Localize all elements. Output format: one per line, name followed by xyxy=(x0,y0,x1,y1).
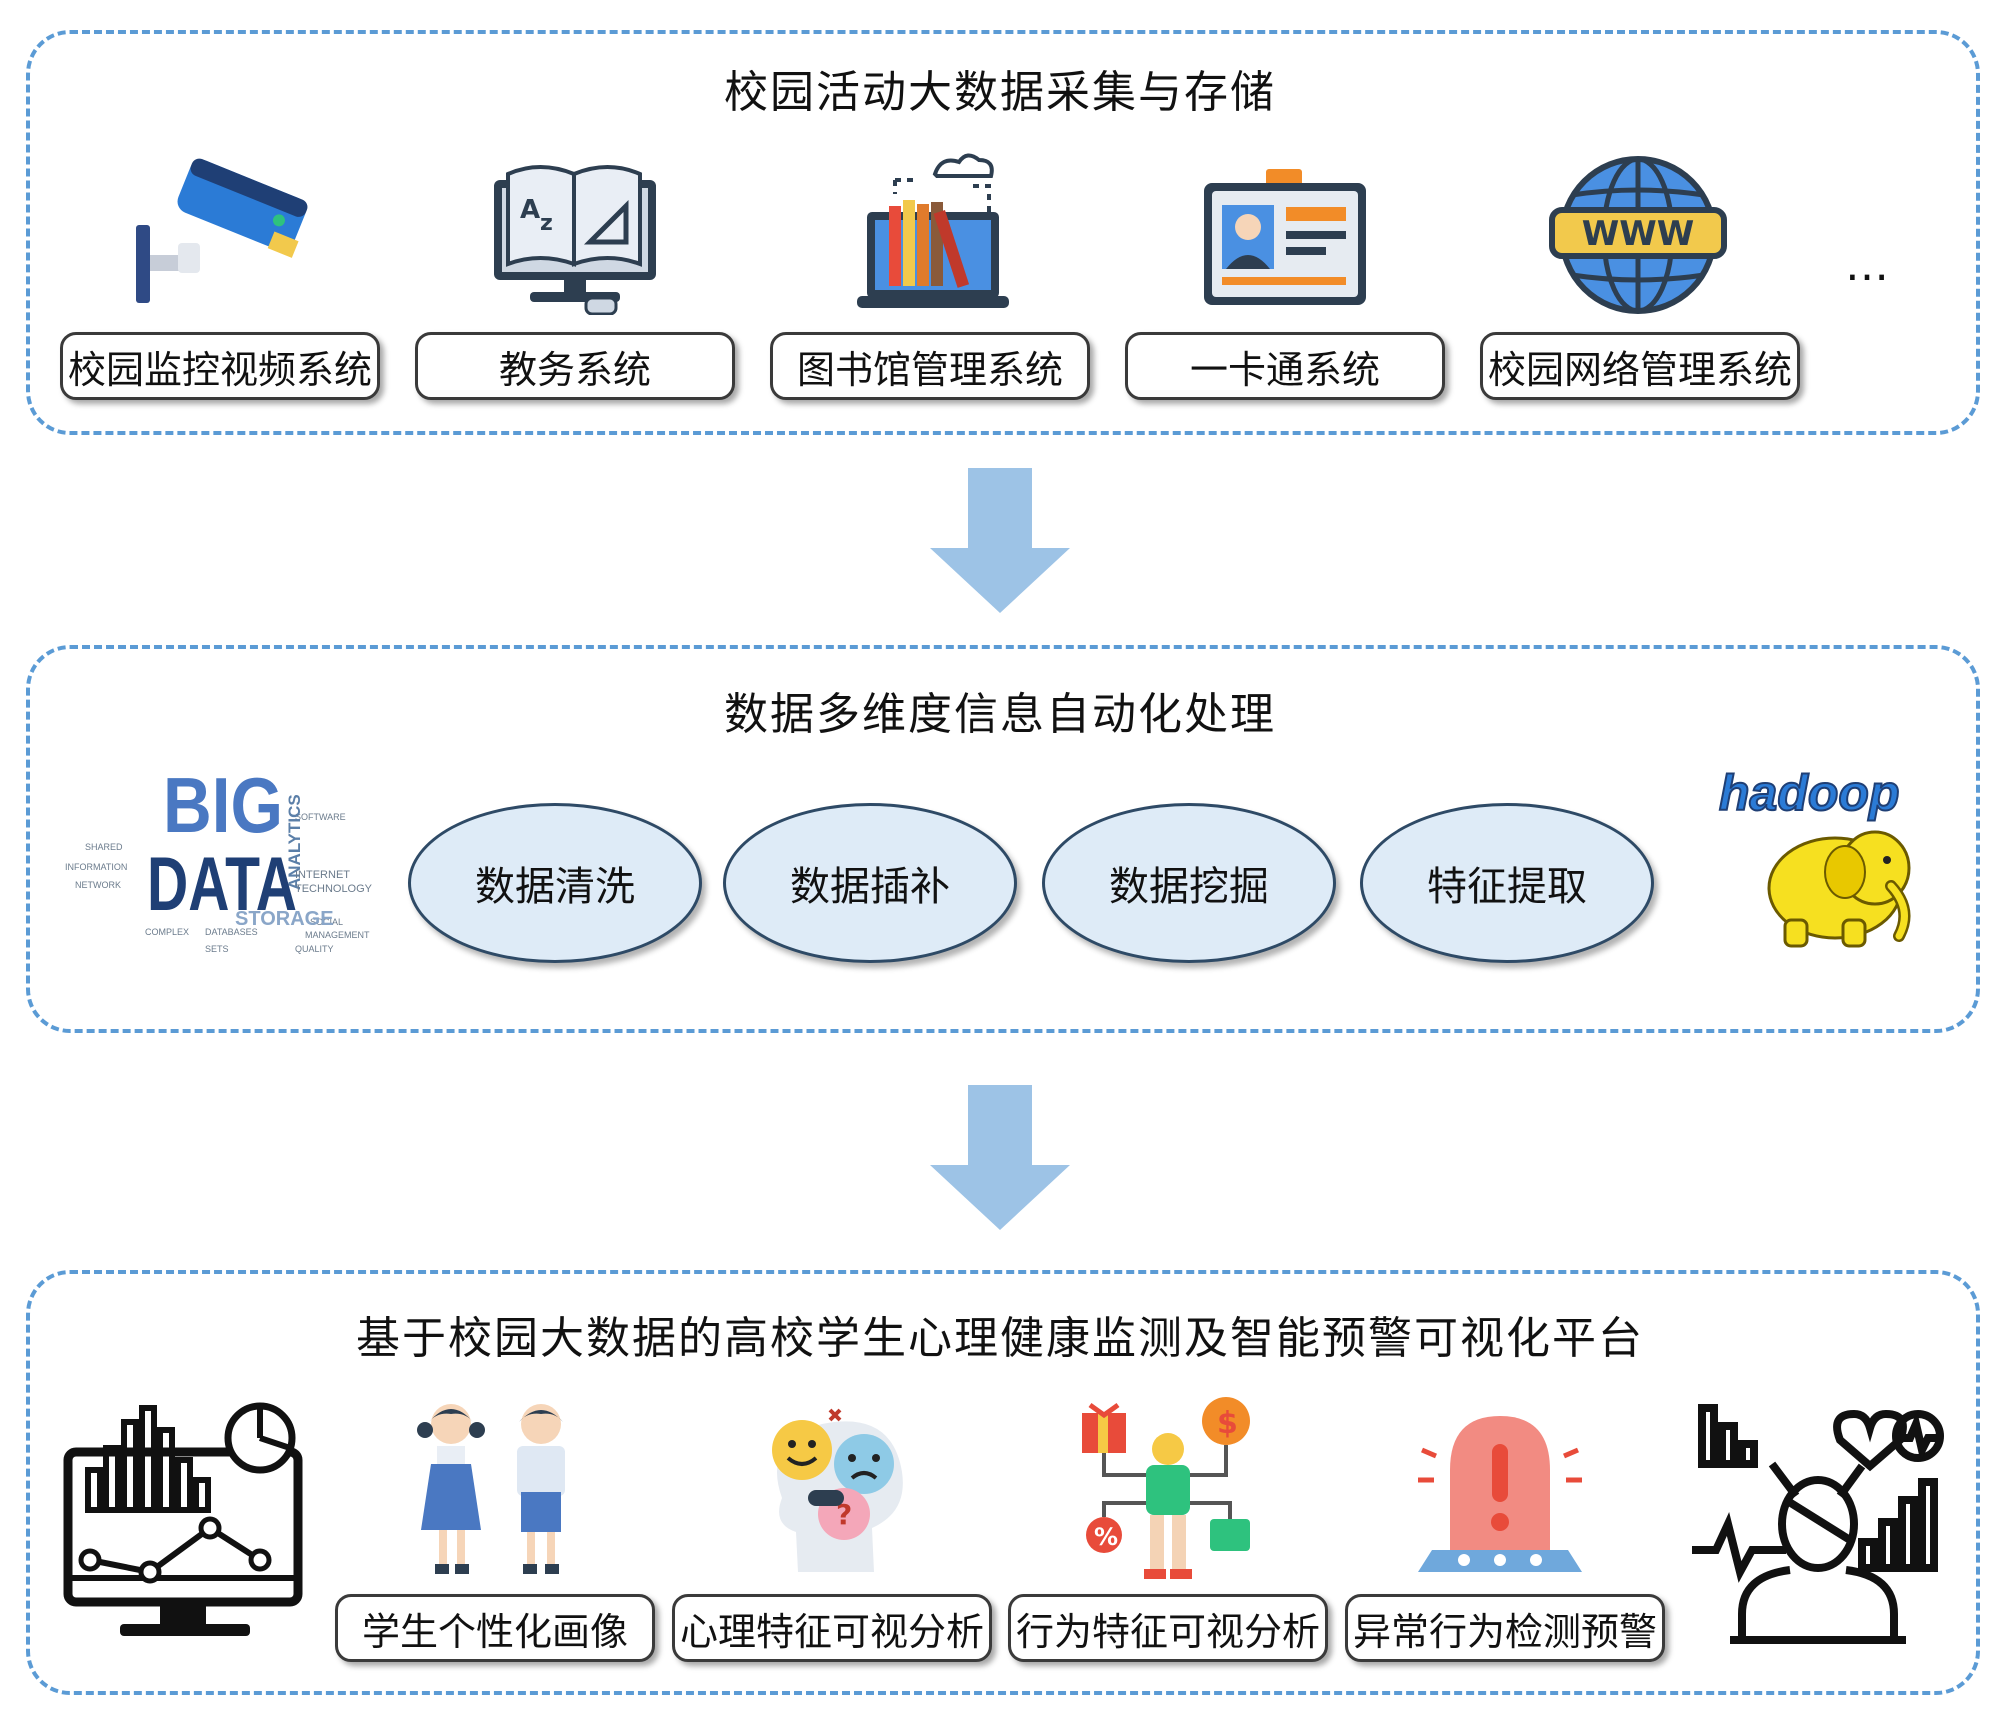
system-label: 校园监控视频系统 xyxy=(60,332,380,400)
analysis-label: 异常行为检测预警 xyxy=(1345,1594,1665,1662)
data-word: DATA xyxy=(147,842,297,927)
svg-text:z: z xyxy=(540,211,553,236)
cloud-word: INTERNET xyxy=(295,869,350,881)
stage2-panel xyxy=(26,645,1980,1033)
stage2-title: 数据多维度信息自动化处理 xyxy=(724,689,1276,740)
process-step: 特征提取 xyxy=(1360,803,1654,963)
analysis-label: 行为特征可视分析 xyxy=(1008,1594,1328,1662)
analysis-label: 学生个性化画像 xyxy=(335,1594,655,1662)
svg-text:WWW: WWW xyxy=(1582,214,1695,254)
more-ellipsis: … xyxy=(1845,240,1889,291)
cloud-word: INFORMATION xyxy=(65,862,127,872)
students-icon xyxy=(417,1404,565,1574)
cloud-word: COMPLEX xyxy=(145,927,189,937)
cloud-word: SOFTWARE xyxy=(295,812,346,822)
digital-library-icon xyxy=(857,153,1009,308)
analysis-label: 心理特征可视分析 xyxy=(672,1594,992,1662)
svg-text:$: $ xyxy=(1217,1406,1238,1441)
process-step: 数据清洗 xyxy=(408,803,702,963)
big-word: BIG xyxy=(163,761,283,849)
cloud-word: SHARED xyxy=(85,842,123,852)
cloud-word: QUALITY xyxy=(295,944,334,954)
svg-text:A: A xyxy=(520,195,540,225)
cloud-word: TECHNOLOGY xyxy=(295,883,373,895)
security-camera-icon xyxy=(136,158,308,303)
stage1-title: 校园活动大数据采集与存储 xyxy=(724,67,1276,118)
down-arrow-icon xyxy=(930,468,1070,613)
big-data-logo: INFORMATION NETWORK SHARED COMPLEX DATAB… xyxy=(55,760,375,960)
process-step: 数据挖掘 xyxy=(1042,803,1336,963)
svg-text:%: % xyxy=(1094,1523,1118,1551)
www-globe-icon: WWW xyxy=(1549,156,1727,314)
stage3-panel xyxy=(26,1270,1980,1695)
alarm-siren-icon xyxy=(1418,1416,1582,1572)
stage1-panel xyxy=(26,30,1980,435)
id-card-icon xyxy=(1204,169,1366,305)
cloud-word: MANAGEMENT xyxy=(305,930,370,940)
cloud-word: ANALYTICS xyxy=(285,794,304,890)
down-arrow-icon xyxy=(930,1085,1070,1230)
behavior-person-icon: $ % xyxy=(1082,1397,1250,1579)
hadoop-text: hadoop xyxy=(1719,765,1900,821)
emotion-head-icon: ? xyxy=(772,1408,903,1572)
system-label: 图书馆管理系统 xyxy=(770,332,1090,400)
stage3-title: 基于校园大数据的高校学生心理健康监测及智能预警可视化平台 xyxy=(356,1313,1644,1364)
system-label: 一卡通系统 xyxy=(1125,332,1445,400)
hadoop-logo: hadoop xyxy=(1718,764,1911,948)
process-step: 数据插补 xyxy=(723,803,1017,963)
svg-text:?: ? xyxy=(836,1498,852,1531)
system-label: 校园网络管理系统 xyxy=(1480,332,1800,400)
cloud-word: DATABASES xyxy=(205,927,258,937)
analytics-dashboard-icon xyxy=(63,1402,303,1636)
cloud-word: NETWORK xyxy=(75,880,121,890)
cloud-word: SOCIAL xyxy=(310,917,343,927)
cloud-word: STORAGE xyxy=(235,908,334,930)
health-monitoring-person-icon xyxy=(1692,1404,1944,1644)
system-label: 教务系统 xyxy=(415,332,735,400)
cloud-word: SETS xyxy=(205,944,229,954)
e-learning-monitor-icon: A z xyxy=(494,165,656,315)
